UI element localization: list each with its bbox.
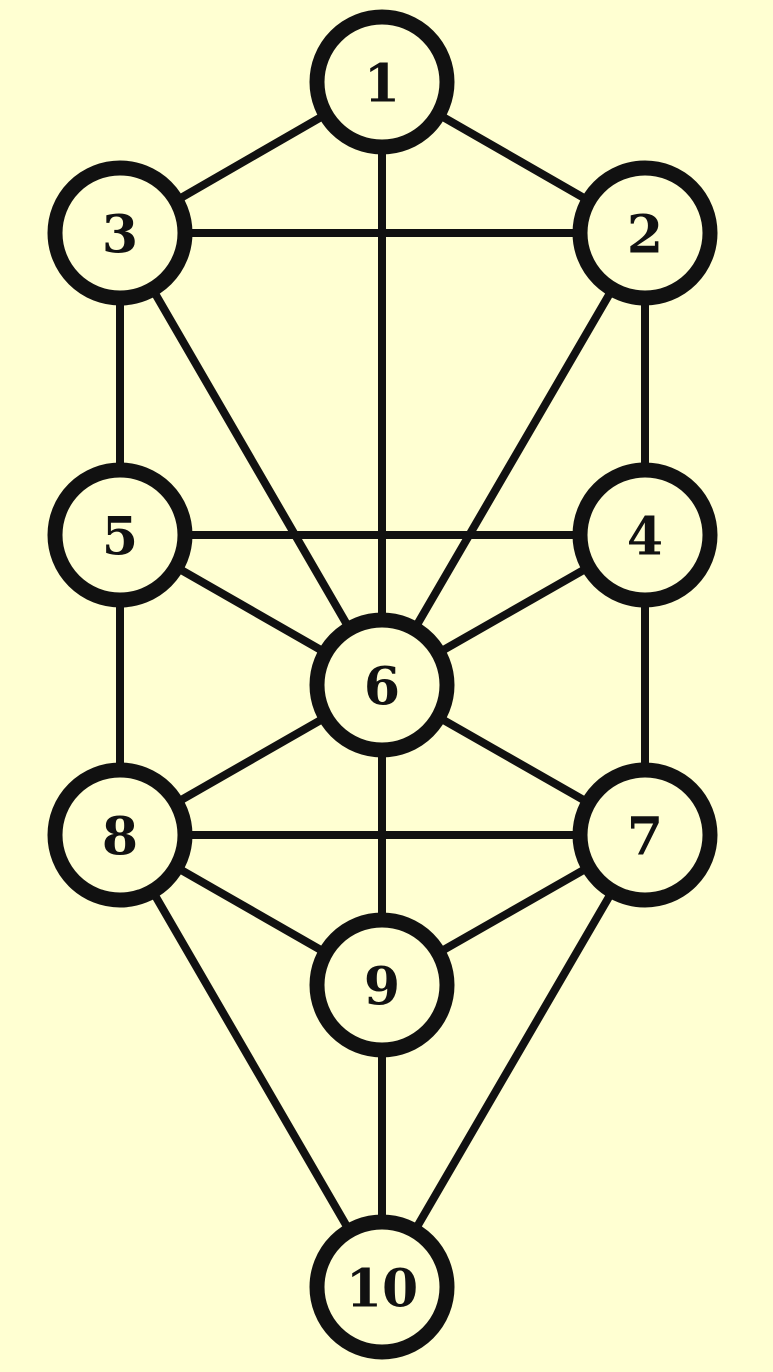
node-8: 8 [47,762,193,908]
edge-7-10 [378,832,649,1290]
node-circle [572,762,718,908]
node-circle [309,612,455,758]
node-1: 1 [309,9,455,155]
node-circle [47,160,193,306]
node-label: 1 [364,54,400,115]
node-label: 4 [627,507,663,568]
node-label: 9 [364,957,400,1018]
node-3: 3 [47,160,193,306]
node-label: 6 [364,657,400,718]
edge-3-6 [116,230,386,688]
node-circle [572,462,718,608]
edge-8-10 [116,832,386,1290]
node-label: 7 [627,807,663,868]
node-label: 5 [102,507,138,568]
node-10: 10 [309,1214,455,1360]
node-circle [309,9,455,155]
node-circle [47,462,193,608]
node-7: 7 [572,762,718,908]
node-label: 3 [102,205,138,266]
node-label: 8 [102,807,138,868]
node-circle [47,762,193,908]
node-4: 4 [572,462,718,608]
node-label: 10 [346,1259,418,1320]
node-circle [572,160,718,306]
node-label: 2 [627,205,663,266]
edge-2-6 [378,230,649,688]
nodes: 1 2 3 4 5 6 7 8 9 10 [47,9,718,1360]
node-5: 5 [47,462,193,608]
node-9: 9 [309,912,455,1058]
node-6: 6 [309,612,455,758]
node-2: 2 [572,160,718,306]
node-circle [309,1214,455,1360]
node-circle [309,912,455,1058]
